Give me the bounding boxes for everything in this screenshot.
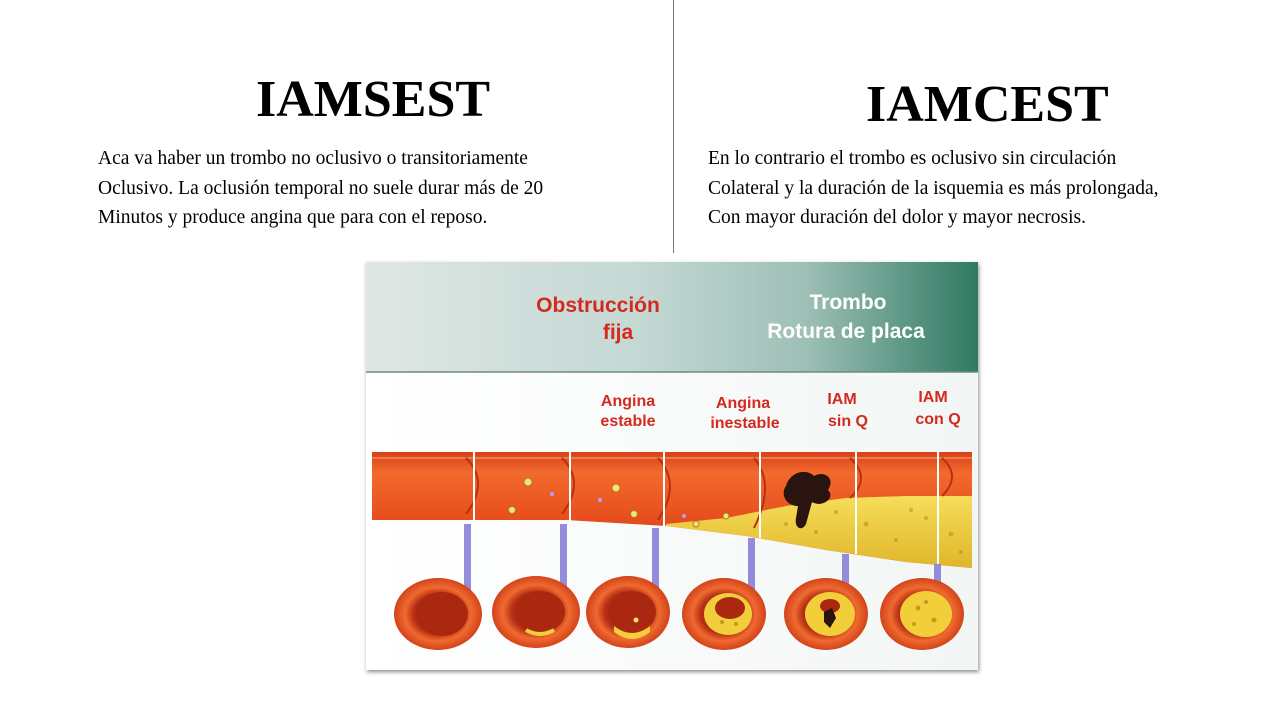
- stage-label-stable-angina-line1: Angina: [601, 393, 655, 410]
- cross-section-6: [880, 578, 964, 650]
- cross-section-4: [682, 578, 766, 650]
- plaque-layer: [666, 496, 972, 568]
- title-iamsest: IAMSEST: [256, 71, 491, 128]
- stage-label-iam-q-line2: con Q: [915, 411, 960, 428]
- paragraph-iamsest: Aca va haber un trombo no oclusivo o tra…: [98, 144, 543, 233]
- paragraph-line: Oclusivo. La oclusión temporal no suele …: [98, 177, 544, 199]
- paragraph-line: Colateral y la duración de la isquemia e…: [708, 177, 1159, 199]
- cross-section-2: [492, 576, 580, 648]
- banner-label-thrombus-line2: Rotura de placa: [767, 320, 925, 343]
- artery-illustration: Obstrucción fija Trombo Rotura de placa …: [366, 262, 978, 670]
- banner-background: [366, 262, 978, 372]
- artery-progression-figure: Obstrucción fija Trombo Rotura de placa …: [366, 262, 978, 670]
- thrombus: [783, 471, 831, 529]
- paragraph-line: Aca va haber un trombo no oclusivo o tra…: [98, 148, 528, 169]
- stage-label-iam-q-line1: IAM: [918, 389, 947, 406]
- paragraph-line: Minutos y produce angina que para con el…: [98, 207, 488, 228]
- column-divider: [673, 0, 674, 253]
- banner-label-thrombus-line1: Trombo: [810, 291, 887, 314]
- paragraph-iamcest: En lo contrario el trombo es oclusivo si…: [708, 144, 1159, 233]
- banner-label-obstruction-line2: fija: [603, 321, 634, 344]
- paragraph-line: En lo contrario el trombo es oclusivo si…: [708, 148, 1117, 169]
- stage-label-iam-no-q-line1: IAM: [827, 391, 856, 408]
- title-iamcest: IAMCEST: [866, 76, 1109, 133]
- stage-label-unstable-angina-line1: Angina: [716, 395, 770, 412]
- cross-section-5: [784, 578, 868, 650]
- paragraph-line: Con mayor duración del dolor y mayor nec…: [708, 207, 1086, 228]
- stage-label-unstable-angina-line2: inestable: [710, 415, 779, 432]
- stage-label-stable-angina-line2: estable: [600, 413, 655, 430]
- cross-section-3: [586, 576, 670, 648]
- banner-label-obstruction-line1: Obstrucción: [536, 294, 660, 317]
- cross-section-1: [394, 578, 482, 650]
- stage-label-iam-no-q-line2: sin Q: [828, 413, 868, 430]
